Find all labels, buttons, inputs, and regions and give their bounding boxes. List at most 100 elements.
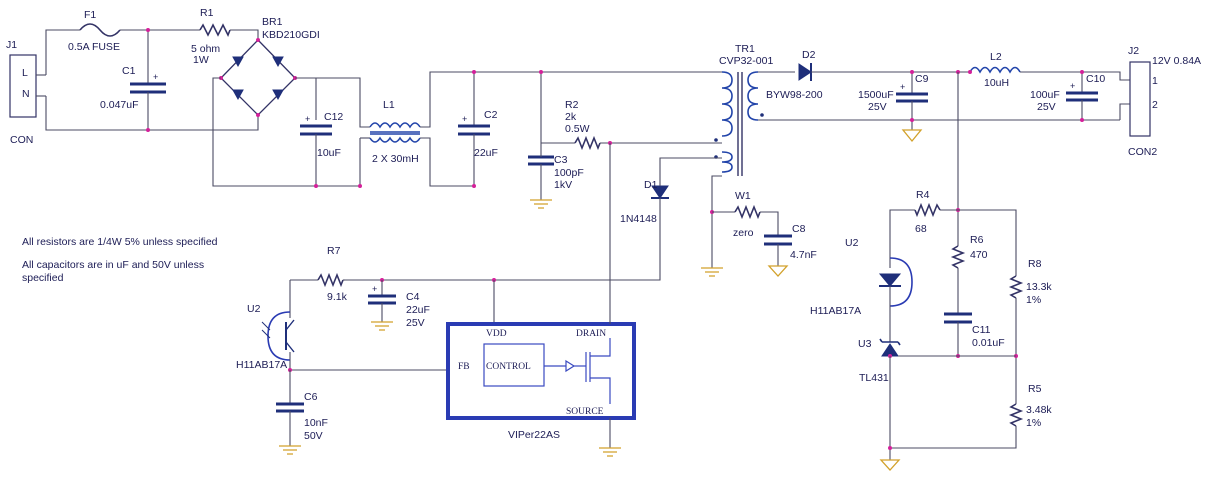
r1-value-2: 1W [193, 54, 209, 66]
c1-value: 0.047uF [100, 99, 139, 111]
svg-text:+: + [372, 284, 377, 294]
r5-label: R5 [1028, 383, 1042, 395]
j2-value: 12V 0.84A [1152, 55, 1201, 67]
connector-j1: J1 L N CON [6, 39, 46, 146]
inductor-l2: L2 10uH [969, 51, 1021, 89]
r6-label: R6 [970, 234, 984, 246]
resistor-r6: R6 470 [950, 234, 988, 269]
r4-label: R4 [916, 189, 930, 201]
c10-value-2: 25V [1037, 101, 1056, 113]
l1-value: 2 X 30mH [372, 153, 419, 165]
c6-value-2: 50V [304, 430, 323, 442]
viper22as-block: VDD DRAIN FB CONTROL SOURCE VIPer22AS [446, 322, 636, 441]
u3-label: U3 [858, 338, 872, 350]
resistor-w1: W1 zero [733, 190, 761, 239]
shunt-regulator-u3: U3 TL431 [858, 338, 901, 384]
c8-value: 4.7nF [790, 249, 817, 261]
u2-left-label: U2 [247, 303, 261, 315]
diode-d2: D2 BYW98-200 [766, 49, 823, 101]
c4-label: C4 [406, 291, 420, 303]
svg-text:+: + [462, 114, 467, 124]
br1-label: BR1 [262, 16, 283, 28]
capacitor-c10: + C10 100uF 25V [1030, 72, 1105, 120]
notes: All resistors are 1/4W 5% unless specifi… [22, 236, 218, 284]
capacitor-c8: C8 4.7nF [764, 223, 817, 266]
inductor-l1: L1 2 X 30mH [369, 99, 421, 165]
viper-fb-label: FB [458, 362, 470, 372]
r7-value: 9.1k [327, 291, 348, 303]
j1-pin-n: N [22, 88, 30, 100]
r7-label: R7 [327, 245, 341, 257]
j2-con-label: CON2 [1128, 146, 1157, 158]
f1-label: F1 [84, 9, 96, 21]
capacitor-c4: + C4 22uF 25V [368, 280, 430, 329]
c1-label: C1 [122, 65, 136, 77]
c8-label: C8 [792, 223, 806, 235]
resistor-r8: R8 13.3k 1% [1008, 258, 1052, 306]
r8-value-2: 1% [1026, 294, 1041, 306]
c12-label: C12 [324, 111, 343, 123]
r2-value-1: 2k [565, 111, 577, 123]
optocoupler-u2-led: U2 H11AB17A [810, 237, 913, 317]
svg-text:+: + [1070, 81, 1075, 91]
r8-value-1: 13.3k [1026, 281, 1052, 293]
diode-d1: D1 1N4148 [620, 179, 669, 225]
bridge-rectifier-br1: BR1 KBD210GDI [220, 16, 320, 116]
optocoupler-u2-transistor: U2 H11AB17A [236, 303, 295, 371]
note-line-3: specified [22, 272, 64, 284]
d2-label: D2 [802, 49, 816, 61]
note-line-2: All capacitors are in uF and 50V unless [22, 259, 204, 271]
c11-label: C11 [972, 324, 991, 336]
viper-vdd-label: VDD [486, 329, 507, 339]
r8-label: R8 [1028, 258, 1042, 270]
connector-j2: J2 12V 0.84A 1 2 CON2 [1128, 45, 1201, 158]
c9-value-1: 1500uF [858, 89, 894, 101]
c4-value-2: 25V [406, 317, 425, 329]
capacitor-c2: + C2 22uF [458, 72, 498, 186]
u2-right-value: H11AB17A [810, 305, 861, 317]
c6-label: C6 [304, 391, 318, 403]
c6-value-1: 10nF [304, 417, 328, 429]
resistor-r4: R4 68 [914, 189, 941, 235]
resistor-r5: R5 3.48k 1% [1008, 383, 1052, 429]
resistor-r7: R7 9.1k [317, 245, 348, 303]
transformer-tr1: TR1 CVP32-001 [714, 43, 773, 176]
u3-value: TL431 [859, 372, 889, 384]
note-line-1: All resistors are 1/4W 5% unless specifi… [22, 236, 218, 248]
viper-drain-label: DRAIN [576, 329, 606, 339]
l2-value: 10uH [984, 77, 1009, 89]
c3-value-1: 100pF [554, 167, 584, 179]
r5-value-1: 3.48k [1026, 404, 1052, 416]
resistor-r2: R2 2k 0.5W [565, 99, 601, 151]
r6-value: 470 [970, 249, 988, 261]
c4-value-1: 22uF [406, 304, 430, 316]
d1-value: 1N4148 [620, 213, 657, 225]
capacitor-c9: + C9 1500uF 25V [858, 72, 929, 130]
c9-value-2: 25V [868, 101, 887, 113]
r1-label: R1 [200, 7, 214, 19]
c2-label: C2 [484, 109, 498, 121]
c11-value: 0.01uF [972, 337, 1005, 349]
viper-part-name: VIPer22AS [508, 429, 560, 441]
viper-control-label: CONTROL [486, 362, 531, 372]
capacitor-c12: + C12 10uF [300, 111, 343, 186]
r5-value-2: 1% [1026, 417, 1041, 429]
fuse-f1: F1 0.5A FUSE [68, 9, 121, 53]
r1-value-1: 5 ohm [191, 43, 220, 55]
l2-label: L2 [990, 51, 1002, 63]
c9-label: C9 [915, 73, 929, 85]
resistor-r1: R1 5 ohm 1W [191, 7, 231, 66]
tr1-label: TR1 [735, 43, 755, 55]
d2-value: BYW98-200 [766, 89, 823, 101]
br1-value: KBD210GDI [262, 29, 320, 41]
c2-value: 22uF [474, 147, 498, 159]
w1-value: zero [733, 227, 754, 239]
u2-left-value: H11AB17A [236, 359, 287, 371]
r4-value: 68 [915, 223, 927, 235]
r2-label: R2 [565, 99, 579, 111]
j2-pin-2: 2 [1152, 99, 1158, 111]
w1-label: W1 [735, 190, 751, 202]
l1-label: L1 [383, 99, 395, 111]
capacitor-c3: C3 100pF 1kV [528, 154, 584, 200]
